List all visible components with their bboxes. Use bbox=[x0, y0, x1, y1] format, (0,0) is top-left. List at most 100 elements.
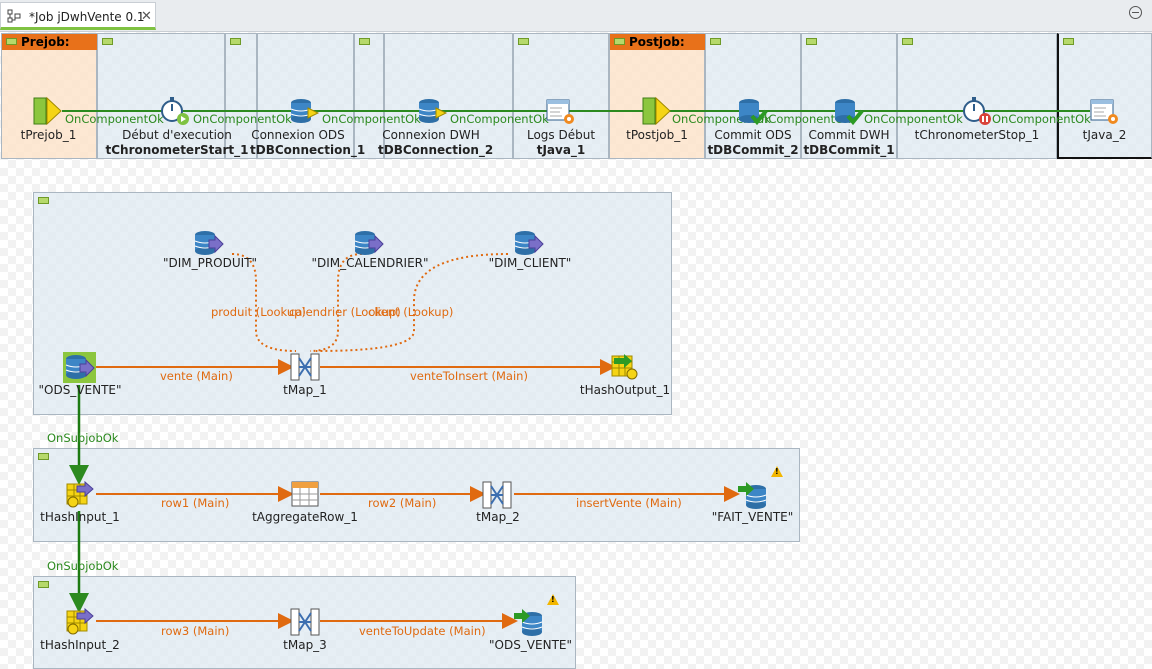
subjob-box[interactable] bbox=[384, 33, 513, 159]
collapse-marker[interactable] bbox=[710, 38, 721, 45]
tmap-icon[interactable] bbox=[290, 352, 320, 382]
lookup-calendrier-link[interactable] bbox=[309, 253, 363, 352]
database-input-icon[interactable] bbox=[514, 230, 544, 258]
subjob-box[interactable] bbox=[97, 33, 225, 159]
collapse-marker[interactable] bbox=[102, 38, 113, 45]
chronometer-start-icon[interactable] bbox=[160, 96, 190, 126]
component-ods-vente-target[interactable]: "ODS_VENTE" bbox=[488, 638, 573, 652]
link-label-row2-main: row2 (Main) bbox=[368, 496, 437, 510]
tab-job-jdwhvente[interactable]: *Job jDwhVente 0.1 ✕ bbox=[0, 2, 156, 30]
collapse-marker[interactable] bbox=[38, 581, 49, 588]
collapse-marker[interactable] bbox=[6, 38, 17, 45]
prejob-subjob[interactable]: Prejob: bbox=[1, 33, 98, 159]
subjob-box[interactable] bbox=[354, 33, 384, 159]
subjob-box-selected[interactable] bbox=[1057, 33, 1152, 159]
hash-output-icon[interactable] bbox=[610, 352, 640, 382]
component-dim-calendrier[interactable]: "DIM_CALENDRIER" bbox=[311, 256, 429, 270]
database-input-icon[interactable] bbox=[65, 354, 95, 382]
subjob-box[interactable] bbox=[513, 33, 609, 159]
link-label-oncomponentok: OnComponentOk bbox=[193, 112, 292, 126]
component-thashoutput-1[interactable]: tHashOutput_1 bbox=[579, 383, 671, 397]
component-dim-produit[interactable]: "DIM_PRODUIT" bbox=[162, 256, 258, 270]
close-icon[interactable]: ✕ bbox=[141, 9, 152, 24]
job-designer-canvas[interactable]: Prejob: Postjob: bbox=[0, 31, 1152, 669]
link-label-vente-main: vente (Main) bbox=[160, 369, 233, 383]
collapse-marker[interactable] bbox=[614, 38, 625, 45]
link-label-oncomponentok: OnComponentOk bbox=[992, 112, 1091, 126]
link-label-row1-main: row1 (Main) bbox=[161, 496, 230, 510]
aggregate-icon[interactable] bbox=[290, 480, 320, 510]
collapse-marker[interactable] bbox=[38, 453, 49, 460]
collapse-marker[interactable] bbox=[902, 38, 913, 45]
hash-input-icon[interactable] bbox=[65, 480, 95, 510]
subjob-box[interactable] bbox=[705, 33, 801, 159]
collapse-marker[interactable] bbox=[230, 38, 241, 45]
java-icon[interactable] bbox=[1090, 98, 1120, 126]
component-tmap-1[interactable]: tMap_1 bbox=[283, 383, 327, 397]
link-label-oncomponentok: OnComponentOk bbox=[752, 112, 851, 126]
minimize-icon[interactable] bbox=[1129, 6, 1142, 19]
component-tpostjob-1[interactable]: tPostjob_1 bbox=[626, 128, 688, 142]
database-output-icon[interactable] bbox=[738, 480, 770, 510]
editor-tab-bar: *Job jDwhVente 0.1 ✕ bbox=[0, 0, 1152, 32]
prejob-icon[interactable] bbox=[33, 96, 63, 126]
link-label-ventetoinsert-main: venteToInsert (Main) bbox=[410, 369, 528, 383]
component-tmap-2[interactable]: tMap_2 bbox=[476, 510, 520, 524]
database-commit-icon[interactable] bbox=[834, 98, 864, 126]
postjob-subjob[interactable]: Postjob: bbox=[609, 33, 706, 159]
collapse-marker[interactable] bbox=[359, 38, 370, 45]
database-output-icon[interactable] bbox=[514, 607, 546, 637]
component-tchronometerstop-1[interactable]: tChronometerStop_1 bbox=[914, 128, 1040, 142]
tmap-icon[interactable] bbox=[482, 480, 512, 510]
component-thashinput-1[interactable]: tHashInput_1 bbox=[40, 510, 120, 524]
database-commit-icon[interactable] bbox=[738, 98, 768, 126]
link-label-onsubjobok: OnSubjobOk bbox=[47, 559, 119, 573]
link-label-onsubjobok: OnSubjobOk bbox=[47, 431, 119, 445]
component-taggregaterow-1[interactable]: tAggregateRow_1 bbox=[252, 510, 358, 524]
link-label-oncomponentok: OnComponentOk bbox=[322, 112, 421, 126]
collapse-marker[interactable] bbox=[806, 38, 817, 45]
link-label-oncomponentok: OnComponentOk bbox=[65, 112, 164, 126]
component-ods-vente-source[interactable]: "ODS_VENTE" bbox=[38, 383, 122, 397]
collapse-marker[interactable] bbox=[38, 197, 49, 204]
subjob-box[interactable] bbox=[257, 33, 354, 159]
collapse-marker[interactable] bbox=[518, 38, 529, 45]
collapse-marker[interactable] bbox=[1063, 38, 1074, 45]
prejob-header: Prejob: bbox=[2, 34, 98, 50]
component-thashinput-2[interactable]: tHashInput_2 bbox=[40, 638, 120, 652]
tmap-icon[interactable] bbox=[290, 607, 320, 637]
component-dim-client[interactable]: "DIM_CLIENT" bbox=[488, 256, 572, 270]
warning-icon[interactable] bbox=[771, 466, 783, 477]
component-fait-vente[interactable]: "FAIT_VENTE" bbox=[711, 510, 794, 524]
link-label-oncomponentok: OnComponentOk bbox=[864, 112, 963, 126]
java-icon[interactable] bbox=[546, 98, 576, 126]
subjob-lookup-box[interactable] bbox=[33, 192, 672, 415]
subjob-box[interactable] bbox=[801, 33, 897, 159]
postjob-header: Postjob: bbox=[610, 34, 706, 50]
link-label-insertvente-main: insertVente (Main) bbox=[576, 496, 682, 510]
link-label-row3-main: row3 (Main) bbox=[161, 624, 230, 638]
subjob-box[interactable] bbox=[225, 33, 257, 159]
database-connection-icon[interactable] bbox=[418, 98, 448, 126]
component-tmap-3[interactable]: tMap_3 bbox=[283, 638, 327, 652]
warning-icon[interactable] bbox=[547, 594, 559, 605]
lookup-produit-link[interactable] bbox=[231, 253, 297, 352]
postjob-icon[interactable] bbox=[642, 96, 672, 126]
lookup-client-link[interactable] bbox=[315, 253, 509, 352]
database-connection-icon[interactable] bbox=[290, 98, 320, 126]
component-tprejob-1[interactable]: tPrejob_1 bbox=[20, 128, 77, 142]
database-input-icon[interactable] bbox=[354, 230, 384, 258]
link-label-ventetoupdate-main: venteToUpdate (Main) bbox=[359, 624, 486, 638]
link-label-produit-lookup: produit (Lookup) bbox=[211, 305, 306, 319]
subjob-box[interactable] bbox=[897, 33, 1057, 159]
hash-input-icon[interactable] bbox=[65, 607, 95, 637]
database-input-icon[interactable] bbox=[194, 230, 224, 258]
component-tjava-2[interactable]: tJava_2 bbox=[1082, 128, 1127, 142]
chronometer-stop-icon[interactable] bbox=[962, 96, 992, 126]
